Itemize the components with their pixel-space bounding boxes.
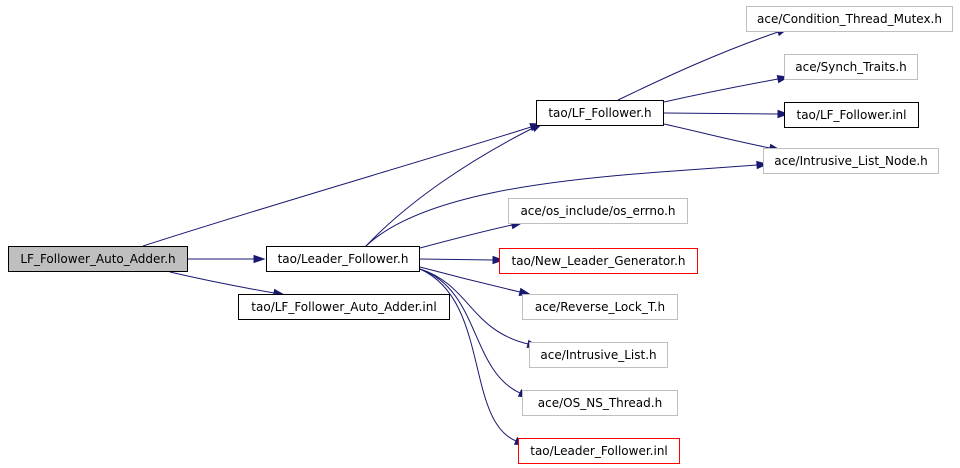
node-lf-follower-inl[interactable]: tao/LF_Follower.inl	[784, 102, 919, 128]
edge-leader-follower-h-to-intrusive-list-node-h	[365, 164, 758, 247]
arrowhead-13	[777, 109, 790, 119]
node-condition-thread-mutex-h: ace/Condition_Thread_Mutex.h	[746, 6, 953, 32]
node-leader-follower-h[interactable]: tao/Leader_Follower.h	[266, 246, 420, 272]
arrowhead-4	[756, 160, 769, 170]
edge-lf-follower-h-to-condition-thread-mutex-h	[617, 31, 779, 101]
edge-lf-follower-auto-adder-h-to-lf-follower-h	[142, 126, 532, 247]
node-intrusive-list-node-h: ace/Intrusive_List_Node.h	[763, 148, 939, 174]
edge-lf-follower-h-to-synch-traits-h	[663, 78, 779, 103]
arrowhead-0	[253, 254, 266, 264]
node-lf-follower-h[interactable]: tao/LF_Follower.h	[536, 100, 664, 126]
arrowhead-6	[492, 255, 505, 265]
node-synch-traits-h: ace/Synch_Traits.h	[784, 54, 918, 80]
edge-leader-follower-h-to-new-leader-generator-h	[419, 258, 494, 261]
node-reverse-lock-t-h: ace/Reverse_Lock_T.h	[522, 294, 678, 320]
edge-lf-follower-h-to-lf-follower-inl	[663, 112, 779, 115]
node-os-ns-thread-h: ace/OS_NS_Thread.h	[522, 390, 678, 416]
edge-lf-follower-auto-adder-h-to-lf-follower-auto-adder-inl	[169, 271, 275, 294]
edge-leader-follower-h-to-leader-follower-inl	[419, 268, 517, 442]
node-lf-follower-auto-adder-inl[interactable]: tao/LF_Follower_Auto_Adder.inl	[238, 294, 450, 320]
edge-leader-follower-h-to-lf-follower-h	[365, 127, 534, 247]
edge-lf-follower-h-to-intrusive-list-node-h	[663, 123, 771, 149]
edge-leader-follower-h-to-intrusive-list-h	[419, 268, 529, 345]
node-lf-follower-auto-adder-h: LF_Follower_Auto_Adder.h	[8, 246, 188, 272]
edge-leader-follower-h-to-os-errno-h	[419, 224, 513, 249]
edge-leader-follower-h-to-reverse-lock-t-h	[419, 266, 521, 293]
node-intrusive-list-h: ace/Intrusive_List.h	[529, 342, 668, 368]
edge-leader-follower-h-to-os-ns-thread-h	[419, 268, 521, 394]
node-new-leader-generator-h[interactable]: tao/New_Leader_Generator.h	[499, 248, 698, 274]
node-leader-follower-inl[interactable]: tao/Leader_Follower.inl	[518, 438, 680, 464]
node-os-errno-h: ace/os_include/os_errno.h	[508, 198, 688, 224]
